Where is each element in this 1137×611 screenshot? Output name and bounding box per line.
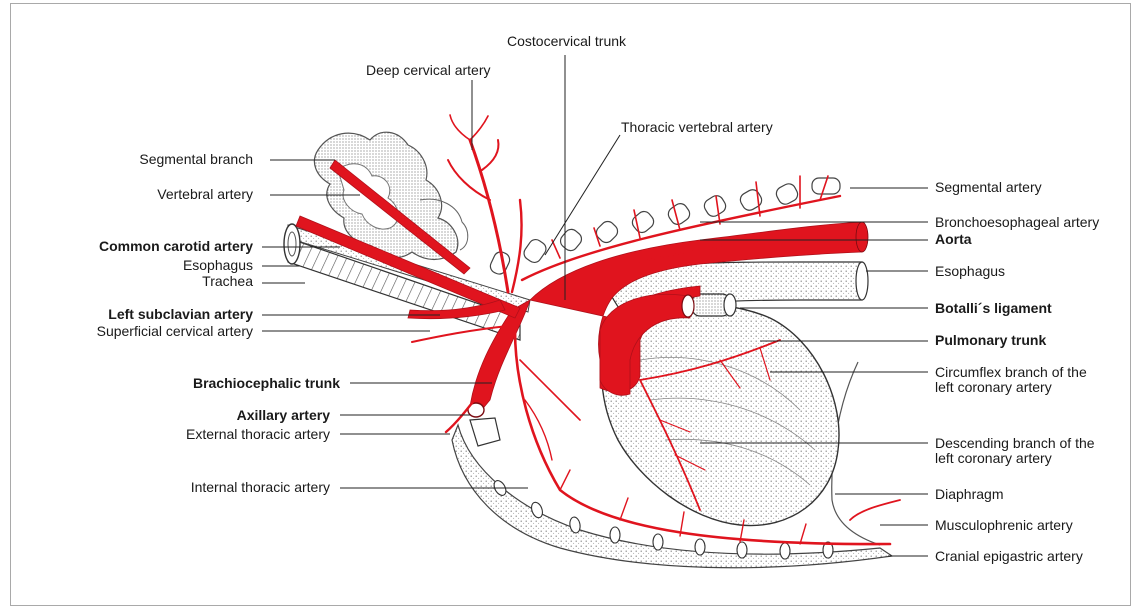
label-segmental-artery: Segmental artery: [935, 180, 1042, 195]
label-diaphragm: Diaphragm: [935, 487, 1003, 502]
label-left-subclavian-artery: Left subclavian artery: [40, 307, 253, 322]
diaphragm-outline: [832, 362, 880, 545]
label-descending-branch: Descending branch of the left coronary a…: [935, 436, 1125, 466]
label-descending-line1: Descending branch of the: [935, 436, 1125, 451]
label-descending-line2: left coronary artery: [935, 451, 1125, 466]
label-common-carotid-artery: Common carotid artery: [40, 239, 253, 254]
label-trachea: Trachea: [40, 274, 253, 289]
label-cranial-epigastric-artery: Cranial epigastric artery: [935, 549, 1083, 564]
label-esophagus-right: Esophagus: [935, 264, 1005, 279]
label-superficial-cervical-artery: Superficial cervical artery: [40, 324, 253, 339]
label-external-thoracic-artery: External thoracic artery: [100, 427, 330, 442]
label-vertebral-artery: Vertebral artery: [40, 187, 253, 202]
label-costocervical-trunk: Costocervical trunk: [507, 34, 626, 49]
label-circumflex-branch: Circumflex branch of the left coronary a…: [935, 365, 1125, 395]
label-deep-cervical-artery: Deep cervical artery: [366, 63, 491, 78]
label-segmental-branch: Segmental branch: [40, 152, 253, 167]
label-bronchoesophageal-artery: Bronchoesophageal artery: [935, 215, 1099, 230]
label-musculophrenic-artery: Musculophrenic artery: [935, 518, 1073, 533]
label-aorta: Aorta: [935, 232, 972, 247]
label-circumflex-line2: left coronary artery: [935, 380, 1125, 395]
label-brachiocephalic-trunk: Brachiocephalic trunk: [100, 376, 340, 391]
label-esophagus-left: Esophagus: [40, 258, 253, 273]
label-pulmonary-trunk: Pulmonary trunk: [935, 333, 1046, 348]
label-thoracic-vertebral-artery: Thoracic vertebral artery: [621, 120, 773, 135]
label-internal-thoracic-artery: Internal thoracic artery: [100, 480, 330, 495]
label-axillary-artery: Axillary artery: [100, 408, 330, 423]
label-botallis-ligament: Botalli´s ligament: [935, 301, 1052, 316]
label-circumflex-line1: Circumflex branch of the: [935, 365, 1125, 380]
